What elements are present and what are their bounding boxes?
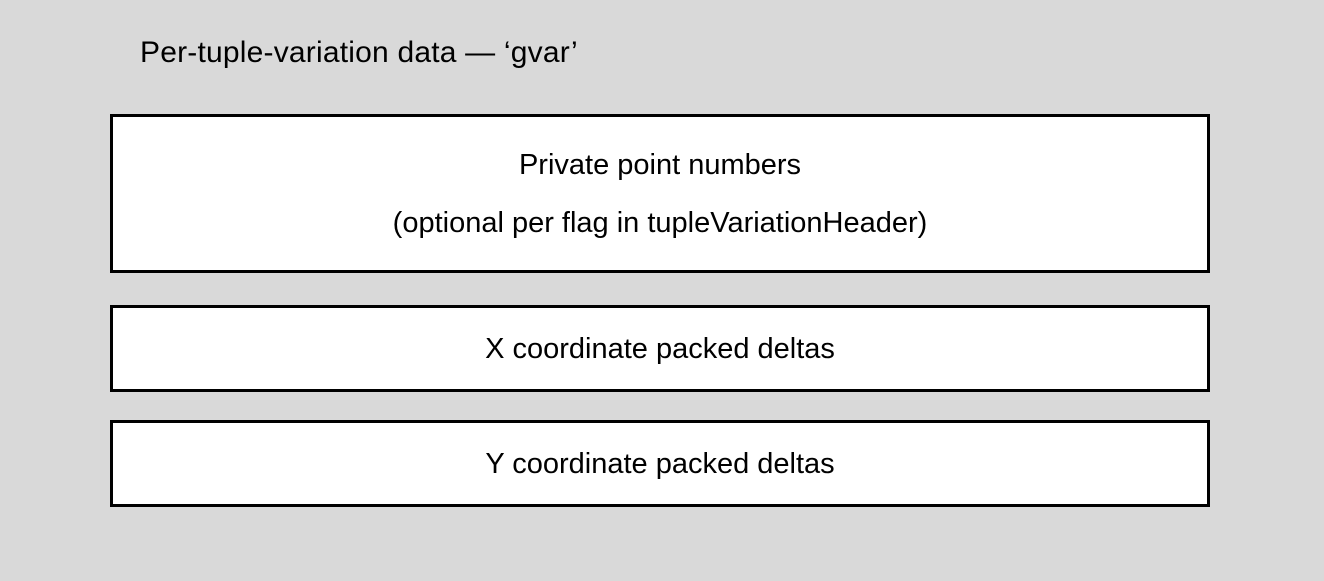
box-y-coordinate-packed-deltas-label: Y coordinate packed deltas — [485, 447, 835, 480]
diagram-title: Per-tuple-variation data — ‘gvar’ — [140, 36, 578, 69]
box-private-point-numbers-line-1: Private point numbers — [518, 148, 802, 181]
box-x-coordinate-packed-deltas: X coordinate packed deltas — [110, 305, 1210, 392]
box-private-point-numbers: Private point numbers (optional per flag… — [110, 114, 1210, 273]
box-private-point-numbers-line-2: (optional per flag in tupleVariationHead… — [392, 206, 928, 239]
box-y-coordinate-packed-deltas: Y coordinate packed deltas — [110, 420, 1210, 507]
box-x-coordinate-packed-deltas-label: X coordinate packed deltas — [485, 332, 835, 365]
